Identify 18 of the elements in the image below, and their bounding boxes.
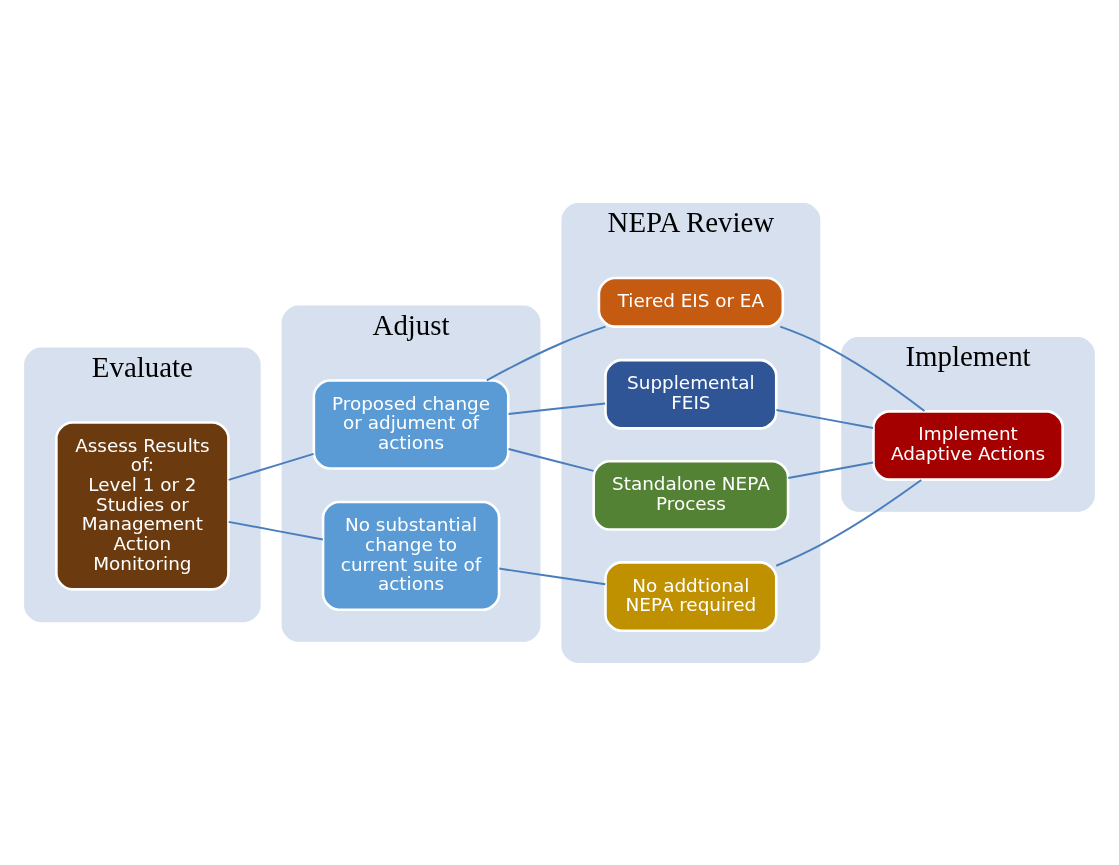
connector	[779, 325, 926, 412]
connector	[485, 325, 607, 381]
connector	[227, 520, 324, 541]
connector	[227, 452, 315, 481]
connector	[507, 447, 595, 472]
node-box: No substantial change to current suite of actions	[321, 500, 501, 611]
connector	[498, 567, 607, 585]
node-box: Tiered EIS or EA	[597, 276, 785, 328]
node-box: Supplemental FEIS	[604, 358, 778, 430]
connector	[507, 401, 607, 415]
node-box: Implement Adaptive Actions	[872, 409, 1064, 481]
node-box: No addtional NEPA required	[604, 560, 778, 632]
connector	[787, 461, 875, 479]
node-box: Assess Results of: Level 1 or 2 Studies or Management Action Monitoring	[55, 420, 230, 591]
connector	[775, 408, 875, 429]
connector	[775, 478, 923, 567]
node-box: Proposed change or adjument of actions	[312, 378, 510, 470]
node-box: Standalone NEPA Process	[592, 459, 790, 531]
